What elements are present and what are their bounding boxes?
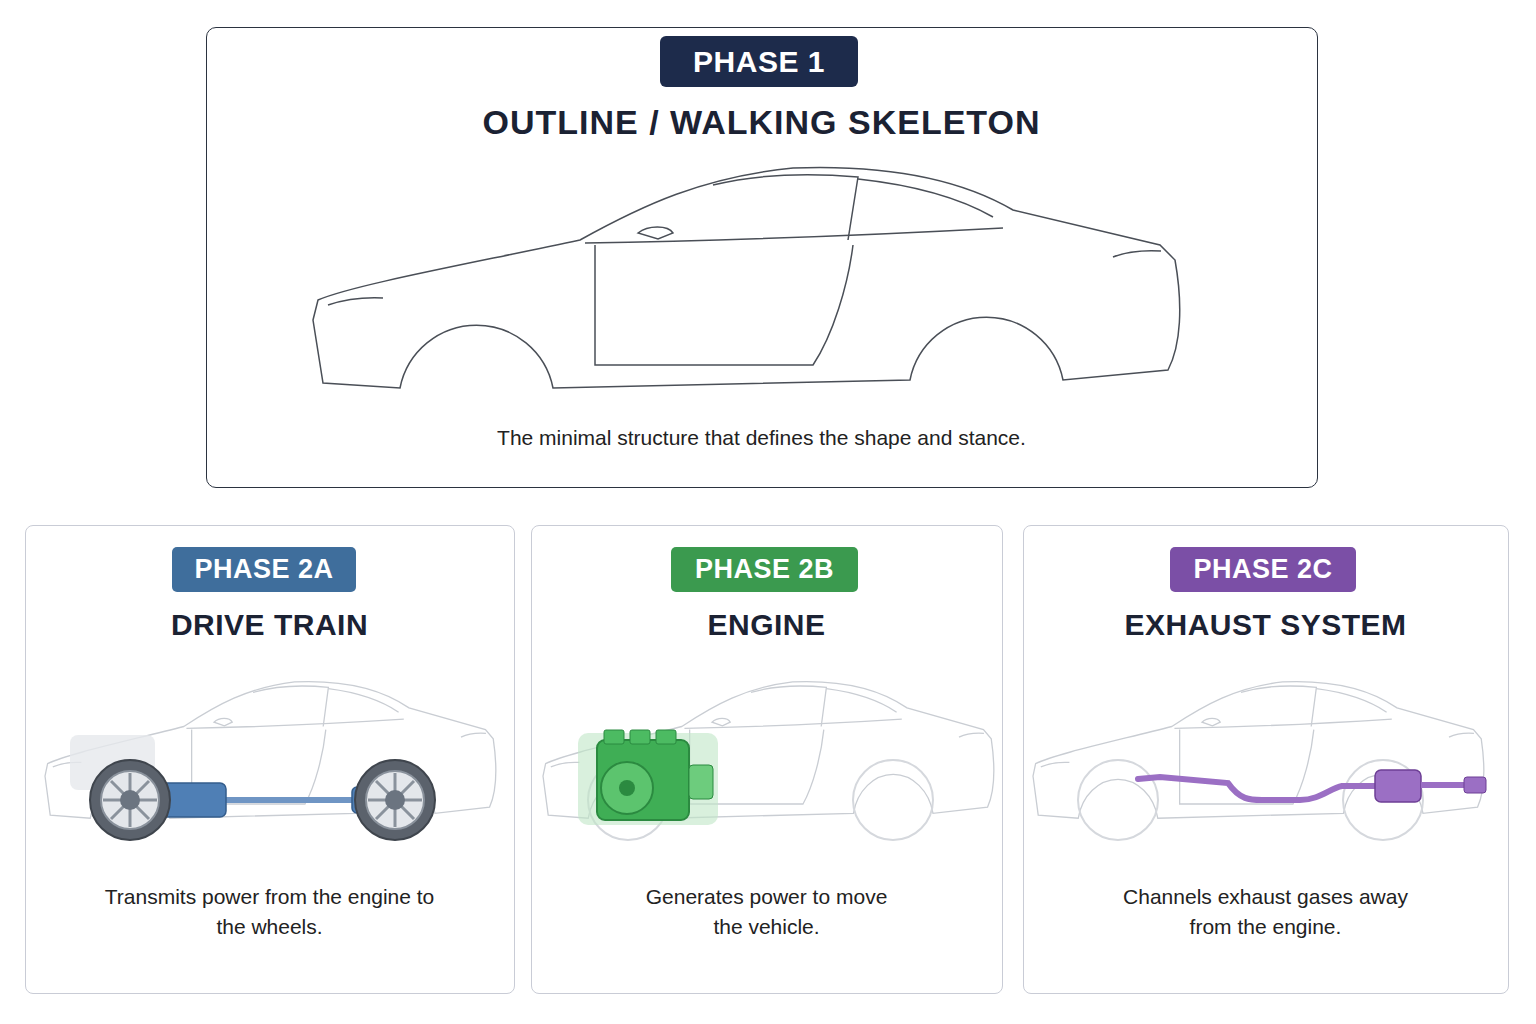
tail-pipe	[1421, 782, 1468, 788]
phase-title: EXHAUST SYSTEM	[1033, 607, 1499, 643]
exhaust-illustration	[1033, 682, 1486, 840]
engine-gearbox	[689, 765, 713, 799]
muffler	[1375, 770, 1421, 802]
badge-label: PHASE 2B	[671, 547, 858, 592]
engine-cylinder	[630, 730, 650, 744]
drive-train-illustration	[45, 682, 496, 840]
phase-title: ENGINE	[541, 607, 993, 643]
engine-pulley-hub	[619, 780, 635, 796]
phase-panel: EXHAUST SYSTEM Channels exhaust gases awa…	[1023, 525, 1509, 994]
engine-cylinder	[604, 730, 624, 744]
wheel-ghost	[1078, 760, 1158, 840]
phase-badge: PHASE 1	[660, 36, 858, 87]
wheel-ghost	[853, 760, 933, 840]
engine-pulley	[601, 762, 653, 814]
phase-badge: PHASE 2B	[671, 547, 858, 592]
wheel-symbol	[90, 760, 170, 840]
phase-panel: DRIVE TRAIN Transmits power from the engi…	[25, 525, 515, 994]
wheel-ghost	[1343, 760, 1423, 840]
exhaust-tip	[1464, 777, 1486, 793]
phase-caption: Generates power to move the vehicle.	[632, 882, 902, 943]
badge-label: PHASE 2C	[1170, 547, 1356, 592]
phase-title: DRIVE TRAIN	[35, 607, 505, 643]
engine-illustration	[543, 682, 994, 840]
phase-badge: PHASE 2C	[1170, 547, 1356, 592]
engine-cylinder	[656, 730, 676, 744]
phase-caption: The minimal structure that defines the s…	[262, 423, 1262, 453]
car-outline	[1033, 682, 1484, 819]
engine-block	[597, 740, 689, 820]
wheel-symbol	[355, 760, 435, 840]
phase-badge: PHASE 2A	[172, 547, 356, 592]
phase-title: OUTLINE / WALKING SKELETON	[216, 102, 1308, 143]
phase-panel: ENGINE Generates power to move the vehicl…	[531, 525, 1003, 994]
phase-caption: Transmits power from the engine to the w…	[100, 882, 440, 943]
phase-caption: Channels exhaust gases away from the eng…	[1111, 882, 1421, 943]
car-outline	[313, 167, 1180, 388]
badge-label: PHASE 1	[660, 36, 858, 87]
engine-halo	[578, 733, 718, 825]
badge-label: PHASE 2A	[172, 547, 356, 592]
phase-panel: OUTLINE / WALKING SKELETON The minimal st…	[206, 27, 1318, 488]
exhaust-pipe	[1138, 777, 1378, 800]
